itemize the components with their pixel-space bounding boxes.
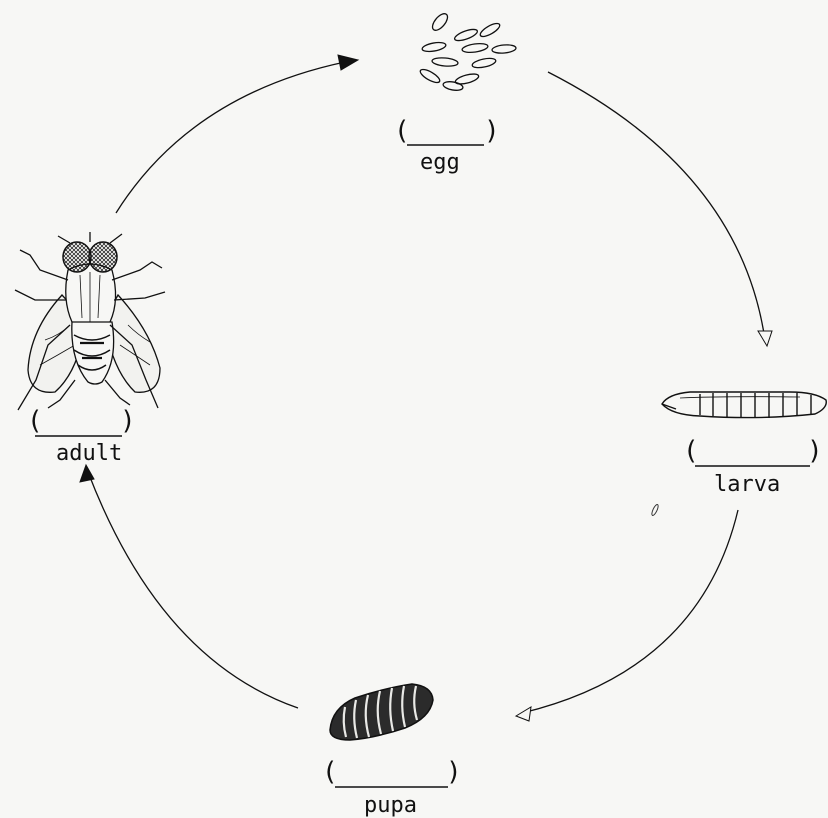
pupa-icon [330, 684, 433, 740]
eggs-icon [418, 11, 516, 92]
paper-speck [651, 504, 660, 517]
pupa-left-paren: ( [322, 759, 338, 785]
arrow-pupa-to-adult [88, 472, 298, 708]
adult-right-paren: ) [120, 408, 136, 434]
larva-right-paren: ) [807, 438, 823, 464]
arrow-egg-to-larva [548, 72, 765, 340]
egg-right-paren: ) [484, 118, 500, 144]
adult-label: adult [56, 443, 122, 465]
larva-icon [662, 392, 826, 418]
arrowhead-larva [758, 331, 772, 346]
pupa-label: pupa [364, 795, 417, 817]
larva-label: larva [714, 474, 780, 496]
fly-icon [15, 232, 165, 410]
arrow-adult-to-egg [116, 62, 345, 213]
egg-label: egg [420, 152, 460, 174]
adult-left-paren: ( [27, 408, 43, 434]
arrowhead-pupa [516, 707, 531, 721]
arrow-larva-to-pupa [522, 510, 738, 713]
larva-left-paren: ( [683, 438, 699, 464]
egg-left-paren: ( [394, 118, 410, 144]
arrowhead-adult [80, 465, 94, 482]
pupa-right-paren: ) [446, 759, 462, 785]
arrowhead-egg [338, 55, 358, 70]
